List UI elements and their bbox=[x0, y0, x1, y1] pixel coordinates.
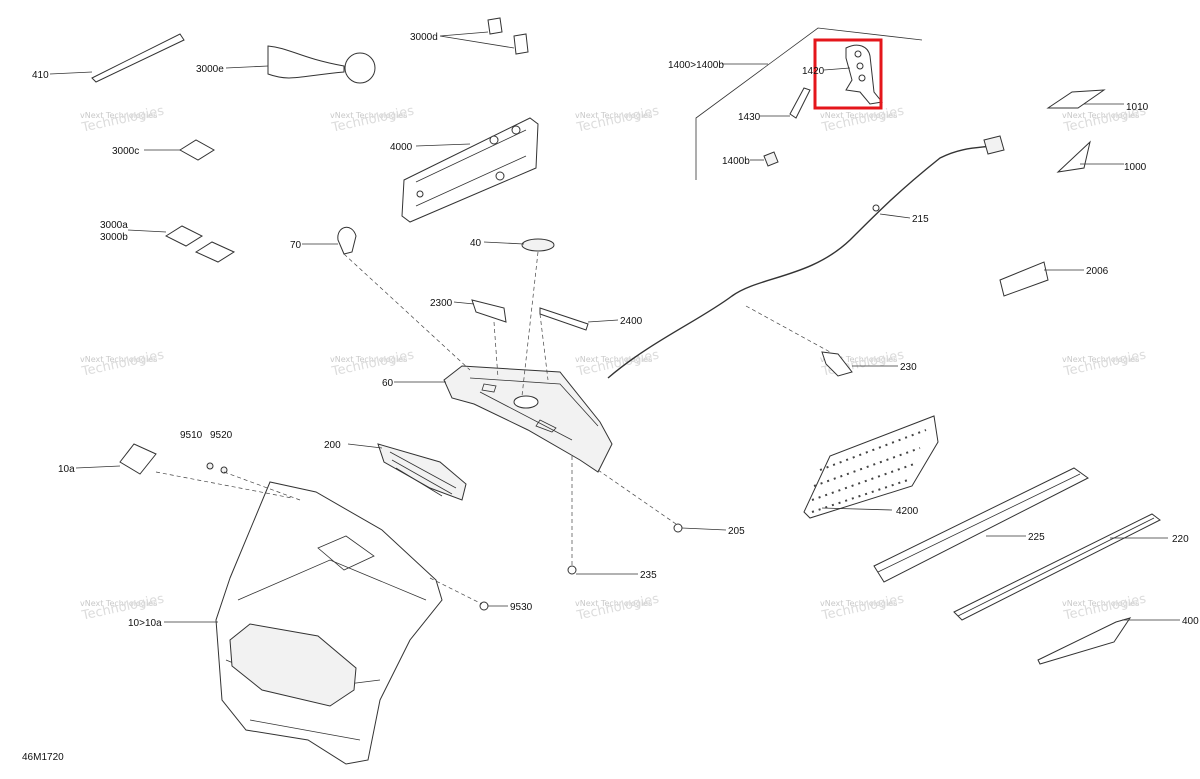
part-10a-plate[interactable] bbox=[119, 443, 157, 475]
callout-220[interactable]: 220 bbox=[1172, 534, 1189, 545]
callout-2006[interactable]: 2006 bbox=[1086, 266, 1109, 277]
part-230-bracket[interactable] bbox=[821, 351, 853, 377]
watermark-text: vNext Technologies bbox=[330, 111, 407, 120]
callout-1400b[interactable]: 1400b bbox=[722, 156, 750, 167]
watermark-text: Technologies bbox=[1062, 592, 1148, 624]
part-3000a-pad[interactable] bbox=[164, 225, 204, 247]
callout-205[interactable]: 205 bbox=[728, 526, 745, 537]
part-3000d-clip[interactable] bbox=[513, 33, 529, 55]
part-3000d-clip[interactable] bbox=[487, 17, 503, 35]
drawing-code: 46M1720 bbox=[22, 752, 64, 763]
callout-400[interactable]: 400 bbox=[1182, 616, 1199, 627]
callout-3000e[interactable]: 3000e bbox=[196, 64, 224, 75]
watermark-text: Technologies bbox=[820, 592, 906, 624]
callout-225[interactable]: 225 bbox=[1028, 532, 1045, 543]
watermark-text: Technologies bbox=[80, 104, 166, 136]
part-9520-nut[interactable] bbox=[220, 466, 228, 474]
watermark-text: vNext Technologies bbox=[80, 355, 157, 364]
part-3000e-mirror[interactable] bbox=[267, 45, 376, 84]
part-3000b-pad[interactable] bbox=[194, 241, 236, 263]
callout-2400[interactable]: 2400 bbox=[620, 316, 643, 327]
watermark-text: vNext Technologies bbox=[820, 599, 897, 608]
watermark-text: Technologies bbox=[330, 104, 416, 136]
callout-1400-1400b[interactable]: 1400>1400b bbox=[668, 60, 724, 71]
callout-1420[interactable]: 1420 bbox=[802, 66, 825, 77]
watermark-text: vNext Technologies bbox=[1062, 111, 1139, 120]
callout-2300[interactable]: 2300 bbox=[430, 298, 453, 309]
part-235-fastener[interactable] bbox=[567, 565, 577, 575]
watermark-text: vNext Technologies bbox=[330, 355, 407, 364]
part-400-decal[interactable] bbox=[1037, 617, 1132, 665]
part-70-ring[interactable] bbox=[337, 226, 357, 255]
callout-230[interactable]: 230 bbox=[900, 362, 917, 373]
callout-9530[interactable]: 9530 bbox=[510, 602, 533, 613]
part-1420-handle[interactable] bbox=[845, 44, 883, 105]
watermark-text: vNext Technologies bbox=[575, 355, 652, 364]
callout-labels: 410 3000e 3000d 1400>1400b 1420 1430 140… bbox=[32, 32, 1199, 629]
alignment-lines bbox=[155, 251, 831, 605]
watermark-text: vNext Technologies bbox=[80, 599, 157, 608]
watermark-text: vNext Technologies bbox=[1062, 355, 1139, 364]
part-1430-rod[interactable] bbox=[789, 87, 811, 119]
callout-3000d[interactable]: 3000d bbox=[410, 32, 438, 43]
watermark-text: vNext Technologies bbox=[1062, 599, 1139, 608]
watermark-text: Technologies bbox=[1062, 348, 1148, 380]
part-1400-frame bbox=[695, 27, 923, 180]
part-1400b-knob[interactable] bbox=[763, 151, 779, 167]
callout-70[interactable]: 70 bbox=[290, 240, 302, 251]
part-1000-decal[interactable] bbox=[1056, 140, 1091, 173]
callout-1010[interactable]: 1010 bbox=[1126, 102, 1149, 113]
part-225-rail[interactable] bbox=[873, 467, 1089, 583]
callout-3000c[interactable]: 3000c bbox=[112, 146, 139, 157]
callout-3000b[interactable]: 3000b bbox=[100, 232, 128, 243]
callout-3000a[interactable]: 3000a bbox=[100, 220, 128, 231]
callout-1430[interactable]: 1430 bbox=[738, 112, 761, 123]
callout-200[interactable]: 200 bbox=[324, 440, 341, 451]
watermark-text: Technologies bbox=[575, 592, 661, 624]
watermark-text: Technologies bbox=[80, 348, 166, 380]
part-4200-mesh[interactable] bbox=[803, 415, 939, 519]
part-9530-fastener[interactable] bbox=[479, 601, 489, 611]
part-2300-strip[interactable] bbox=[471, 299, 507, 323]
part-9510-screw[interactable] bbox=[206, 462, 214, 470]
callout-215[interactable]: 215 bbox=[912, 214, 929, 225]
callout-4000[interactable]: 4000 bbox=[390, 142, 413, 153]
watermark-text: vNext Technologies bbox=[80, 111, 157, 120]
callout-10a[interactable]: 10a bbox=[58, 464, 75, 475]
callout-235[interactable]: 235 bbox=[640, 570, 657, 581]
callout-410[interactable]: 410 bbox=[32, 70, 49, 81]
part-60-console[interactable] bbox=[443, 365, 613, 473]
part-2400-strip[interactable] bbox=[539, 307, 589, 331]
watermark-text: vNext Technologies bbox=[820, 355, 897, 364]
callout-4200[interactable]: 4200 bbox=[896, 506, 919, 517]
part-2006-plate[interactable] bbox=[999, 261, 1049, 297]
part-410-decal[interactable] bbox=[91, 33, 185, 83]
callout-60[interactable]: 60 bbox=[382, 378, 394, 389]
highlight-box-1420 bbox=[813, 38, 883, 110]
part-220-rail[interactable] bbox=[953, 513, 1161, 621]
part-205-fastener[interactable] bbox=[673, 523, 683, 533]
watermark-text: Technologies bbox=[330, 348, 416, 380]
callout-40[interactable]: 40 bbox=[470, 238, 482, 249]
part-3000c-pad[interactable] bbox=[179, 139, 215, 161]
watermark-text: Technologies bbox=[575, 348, 661, 380]
watermark-text: vNext Technologies bbox=[820, 111, 897, 120]
callout-1000[interactable]: 1000 bbox=[1124, 162, 1147, 173]
callout-9520[interactable]: 9520 bbox=[210, 430, 233, 441]
callout-9510[interactable]: 9510 bbox=[180, 430, 203, 441]
callout-10-10a[interactable]: 10>10a bbox=[128, 618, 162, 629]
part-4000-panel[interactable] bbox=[401, 117, 539, 223]
part-200-grille[interactable] bbox=[377, 443, 467, 501]
watermark-text: vNext Technologies bbox=[575, 599, 652, 608]
watermark-text: Technologies bbox=[575, 104, 661, 136]
watermark-text: vNext Technologies bbox=[575, 111, 652, 120]
part-10-hood[interactable] bbox=[215, 481, 443, 765]
part-1010-decal[interactable] bbox=[1046, 89, 1106, 109]
part-215-cable[interactable] bbox=[607, 135, 1005, 379]
part-40-emblem[interactable] bbox=[521, 238, 555, 252]
leader-lines bbox=[49, 31, 1180, 623]
